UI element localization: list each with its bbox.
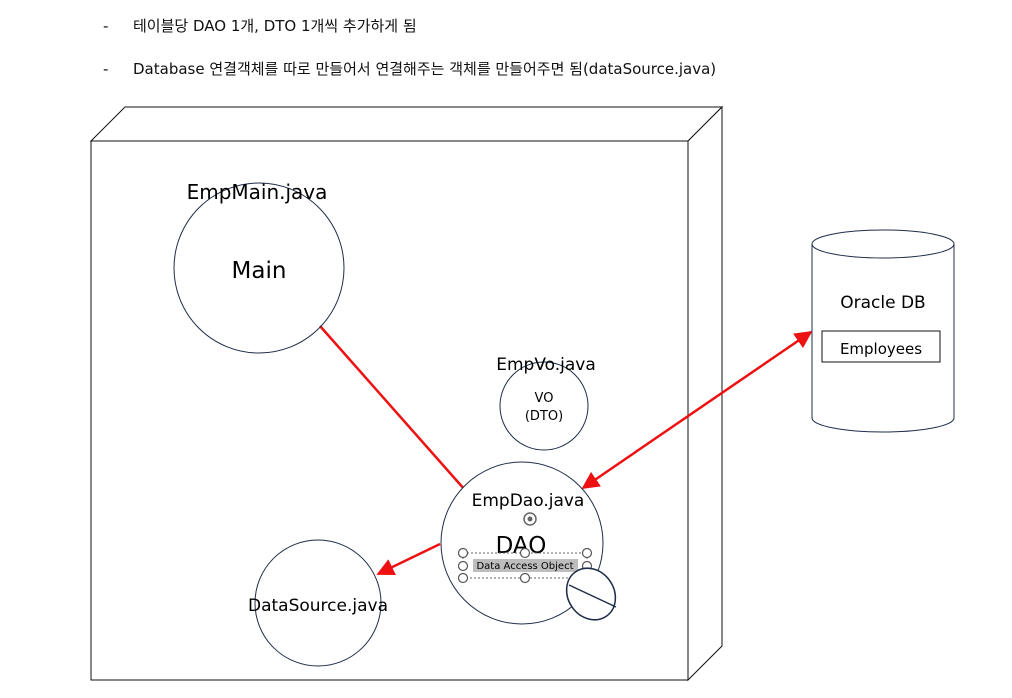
- box-side-face: [687, 105, 723, 682]
- dao-file-label: EmpDao.java: [472, 491, 585, 511]
- vo-node: EmpVo.java VO (DTO): [496, 355, 596, 451]
- resize-handle-icon[interactable]: [457, 560, 469, 572]
- note-text: 테이블당 DAO 1개, DTO 1개씩 추가하게 됨: [133, 17, 417, 35]
- note-dash: -: [103, 60, 109, 78]
- vo-file-label: EmpVo.java: [496, 355, 596, 375]
- dao-db-bidirectional-arrow: [581, 330, 813, 490]
- dao-caption: Data Access Object: [476, 561, 573, 572]
- note-item: - Database 연결객체를 따로 만들어서 연결해주는 객체를 만들어주면 …: [103, 58, 716, 79]
- vo-circle: [499, 361, 589, 451]
- resize-handle-icon[interactable]: [519, 572, 531, 584]
- datasource-node: DataSource.java: [248, 539, 388, 667]
- resize-handle-icon[interactable]: [457, 547, 469, 559]
- rotate-icon[interactable]: [523, 512, 537, 526]
- vo-sublabel: (DTO): [525, 409, 563, 424]
- box-top-face: [89, 106, 724, 142]
- ellipse-shape-icon: [565, 567, 617, 621]
- dao-to-datasource-arrow: [376, 542, 441, 576]
- employees-table-box: [821, 330, 941, 363]
- dao-circle: [440, 461, 604, 625]
- dao-caption-highlight: [473, 559, 578, 572]
- resize-handle-icon[interactable]: [519, 547, 531, 559]
- note-text: Database 연결객체를 따로 만들어서 연결해주는 객체를 만들어주면 됨…: [133, 60, 717, 78]
- resize-handle-icon[interactable]: [457, 572, 469, 584]
- vo-label: VO: [535, 391, 554, 406]
- datasource-file-label: DataSource.java: [248, 596, 388, 616]
- employees-table-label: Employees: [840, 340, 922, 358]
- main-label: Main: [232, 258, 287, 284]
- main-to-dao-line: [319, 325, 466, 491]
- note-item: - 테이블당 DAO 1개, DTO 1개씩 추가하게 됨: [103, 15, 417, 36]
- resize-handle-icon[interactable]: [581, 547, 593, 559]
- note-dash: -: [103, 17, 109, 35]
- oracle-db-cylinder: Oracle DB Employees: [811, 229, 955, 433]
- db-title: Oracle DB: [840, 293, 925, 313]
- cylinder-top: [811, 229, 955, 259]
- dao-node: EmpDao.java DAO Data Access Object: [440, 461, 617, 625]
- main-circle: [173, 182, 345, 354]
- main-node: EmpMain.java Main: [173, 180, 345, 354]
- main-file-label: EmpMain.java: [187, 180, 328, 204]
- datasource-circle: [254, 539, 382, 667]
